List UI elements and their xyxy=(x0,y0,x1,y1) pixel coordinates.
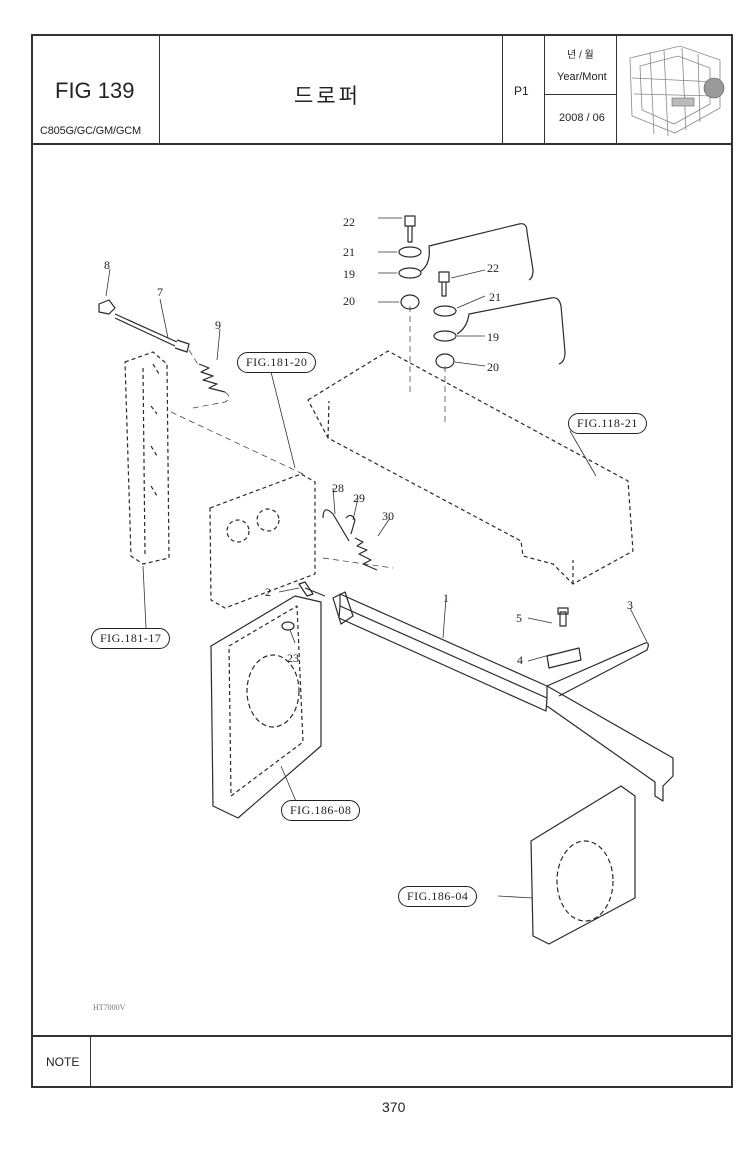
nut-part-8 xyxy=(98,299,116,315)
wire-rod-upper xyxy=(420,223,534,281)
note-label: NOTE xyxy=(46,1055,80,1069)
fig-reference: FIG.181-17 xyxy=(91,628,171,649)
part-label: 3 xyxy=(627,598,633,612)
part-label: 19 xyxy=(487,330,499,344)
part-label: 23 xyxy=(287,651,299,665)
fig-reference: FIG.186-04 xyxy=(398,886,478,907)
main-bar-part-1 xyxy=(332,591,674,802)
year-month-korean: 년 / 월 xyxy=(567,50,594,61)
part-label: 22 xyxy=(487,261,499,275)
bolt-part-2 xyxy=(298,581,326,597)
model-code: C805G/GC/GM/GCM xyxy=(40,125,141,137)
machine-thumbnail xyxy=(629,45,725,137)
spring-part-9 xyxy=(198,363,226,393)
part-label: 8 xyxy=(104,258,110,272)
part-label: 20 xyxy=(487,360,499,374)
header-divider xyxy=(31,143,733,145)
year-month-divider xyxy=(545,94,616,95)
part-label: 2 xyxy=(265,585,271,599)
part-label: 21 xyxy=(343,245,355,259)
clip-part-29 xyxy=(345,514,356,535)
washer-part-19-a xyxy=(398,267,422,279)
note-column-divider xyxy=(90,1035,91,1088)
part-label: 4 xyxy=(517,653,523,667)
bolt-part-22-b xyxy=(438,271,450,297)
rod-part-3 xyxy=(546,642,649,697)
part-label: 30 xyxy=(382,509,394,523)
fig-reference: FIG.181-20 xyxy=(237,352,317,373)
exploded-parts-diagram xyxy=(98,215,674,945)
year-month-value: 2008 / 06 xyxy=(559,112,605,124)
pin-part-23 xyxy=(281,621,295,631)
page-code: P1 xyxy=(514,84,529,98)
fig-number-cell xyxy=(31,34,160,144)
part-label: 28 xyxy=(332,481,344,495)
page-frame xyxy=(31,34,733,1088)
title-cell xyxy=(160,34,503,144)
washer-part-19-b xyxy=(433,330,457,342)
part-label: 9 xyxy=(215,318,221,332)
year-month-cell xyxy=(545,34,617,144)
part-label: 19 xyxy=(343,267,355,281)
plate-fig-186-08 xyxy=(210,595,322,819)
part-label: 21 xyxy=(489,290,501,304)
part-label: 1 xyxy=(443,591,449,605)
spring-part-30 xyxy=(354,537,378,571)
part-label: 20 xyxy=(343,294,355,308)
fig-reference: FIG.186-08 xyxy=(281,800,361,821)
note-divider xyxy=(31,1035,733,1037)
drawing-code: HT7000V xyxy=(93,1003,126,1012)
page-code-cell xyxy=(503,34,545,144)
frame-fig-181-17 xyxy=(124,351,170,565)
washer-part-20-b xyxy=(435,353,455,369)
hose-part-28 xyxy=(322,509,350,542)
bolt-part-22-a xyxy=(404,215,416,243)
fig-reference: FIG.118-21 xyxy=(568,413,647,434)
year-month-label: Year/Mont xyxy=(557,71,607,83)
plate-fig-118-21 xyxy=(307,350,634,585)
plate-fig-186-04 xyxy=(530,785,636,945)
washer-part-21-b xyxy=(433,305,457,317)
bracket-part-4 xyxy=(546,607,582,669)
washer-part-21-a xyxy=(398,246,422,258)
page-title: 드로퍼 xyxy=(294,85,361,108)
bolt-part-7 xyxy=(114,313,190,353)
page-number: 370 xyxy=(382,1099,406,1115)
part-label: 7 xyxy=(157,285,163,299)
fig-number: FIG 139 xyxy=(55,78,135,103)
plate-fig-181-20 xyxy=(209,473,316,609)
part-label: 29 xyxy=(353,491,365,505)
wire-rod-lower xyxy=(456,297,566,365)
part-label: 22 xyxy=(343,215,355,229)
part-label: 5 xyxy=(516,611,522,625)
